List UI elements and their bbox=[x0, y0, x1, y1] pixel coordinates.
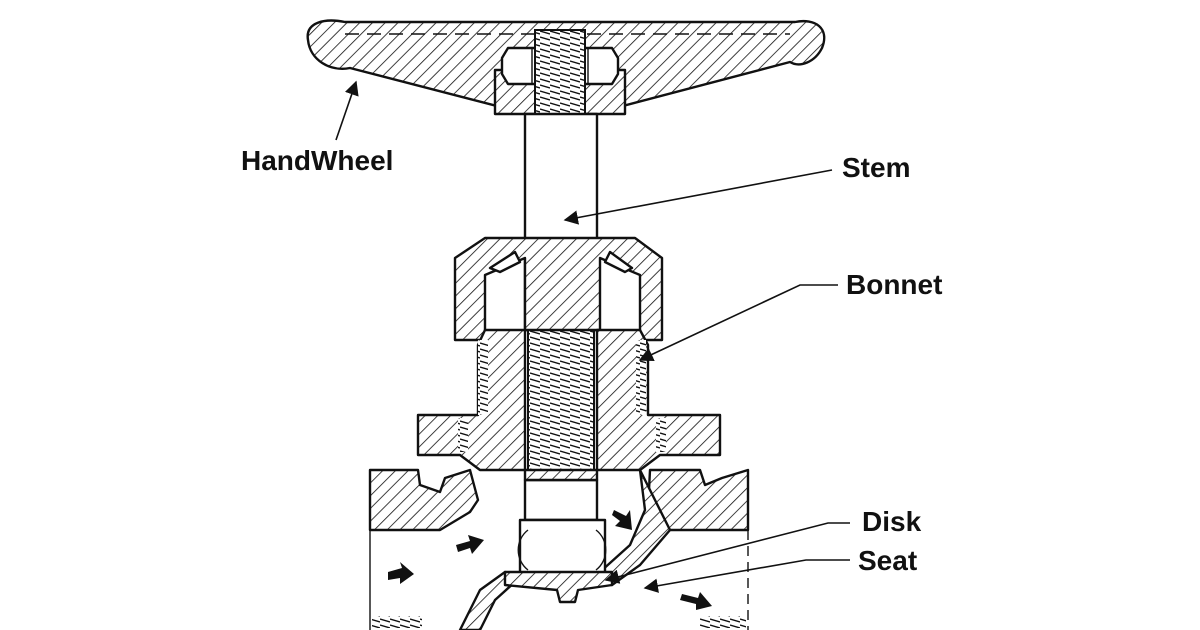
label-disk: Disk bbox=[862, 506, 922, 537]
flow-arrows bbox=[388, 510, 712, 610]
handwheel bbox=[306, 19, 826, 116]
label-stem: Stem bbox=[842, 152, 910, 183]
label-handwheel: HandWheel bbox=[241, 145, 393, 176]
bonnet bbox=[416, 236, 722, 482]
label-bonnet: Bonnet bbox=[846, 269, 942, 300]
label-seat: Seat bbox=[858, 545, 917, 576]
leader-lines bbox=[335, 80, 850, 593]
disk bbox=[503, 518, 614, 604]
